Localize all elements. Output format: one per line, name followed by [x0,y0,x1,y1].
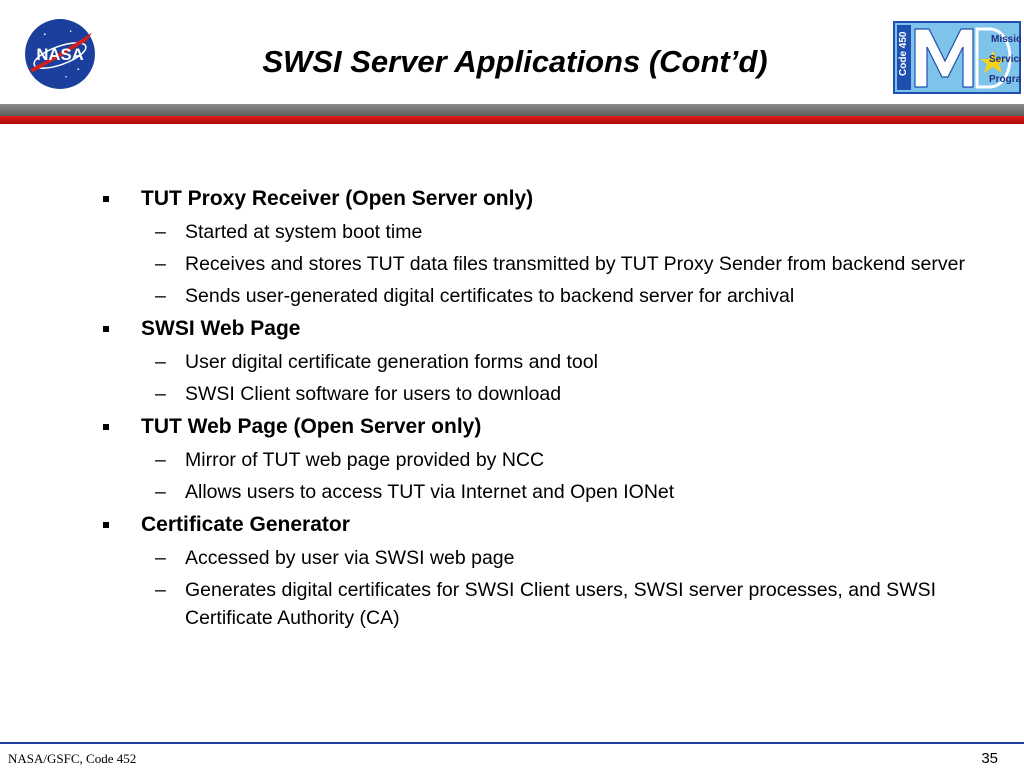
header-band-grey [0,104,1024,116]
header-band-red [0,116,1024,124]
bullet-item: TUT Proxy Receiver (Open Server only) [100,184,980,214]
sub-item-text: User digital certificate generation form… [185,351,598,373]
square-bullet-icon [103,196,109,202]
sub-item: – Receives and stores TUT data files tra… [100,250,980,278]
bullet-item: SWSI Web Page [100,314,980,344]
sub-item: – Mirror of TUT web page provided by NCC [100,446,980,474]
dash-bullet-icon: – [155,579,166,601]
square-bullet-icon [103,522,109,528]
dash-bullet-icon: – [155,449,166,471]
dash-bullet-icon: – [155,383,166,405]
footer-rule [0,742,1024,744]
sub-item: – Started at system boot time [100,218,980,246]
msp-line-1: Mission [991,34,1021,45]
slide-content: TUT Proxy Receiver (Open Server only) – … [100,180,980,634]
nasa-logo-text: NASA [36,45,83,64]
dash-bullet-icon: – [155,351,166,373]
bullet-text: SWSI Web Page [141,317,301,340]
sub-item: – SWSI Client software for users to down… [100,380,980,408]
footer-organization: NASA/GSFC, Code 452 [8,751,137,766]
sub-item-text: SWSI Client software for users to downlo… [185,383,562,405]
page-number: 35 [981,750,998,767]
mission-services-program-logo-icon: Code 450 Mission Services Program [893,21,1021,94]
bullet-group: TUT Web Page (Open Server only) – Mirror… [100,412,980,506]
msp-line-2: Services [989,54,1021,65]
sub-item-text: Receives and stores TUT data files trans… [185,253,965,275]
sub-item-text: Sends user-generated digital certificate… [185,285,795,307]
square-bullet-icon [103,424,109,430]
msp-code-text: Code 450 [898,31,909,76]
bullet-group: TUT Proxy Receiver (Open Server only) – … [100,184,980,310]
bullet-group: SWSI Web Page – User digital certificate… [100,314,980,408]
bullet-item: Certificate Generator [100,510,980,540]
sub-item-text: Generates digital certificates for SWSI … [185,579,937,629]
bullet-text: TUT Proxy Receiver (Open Server only) [141,187,534,210]
square-bullet-icon [103,326,109,332]
sub-item: – Accessed by user via SWSI web page [100,544,980,572]
sub-item-text: Mirror of TUT web page provided by NCC [185,449,545,471]
nasa-logo-icon: NASA [25,19,95,89]
sub-item-text: Accessed by user via SWSI web page [185,547,515,569]
sub-item: – Allows users to access TUT via Interne… [100,478,980,506]
slide-title: SWSI Server Applications (Cont’d) [262,44,768,79]
dash-bullet-icon: – [155,481,166,503]
bullet-text: TUT Web Page (Open Server only) [141,415,482,438]
bullet-group: Certificate Generator – Accessed by user… [100,510,980,632]
sub-item-text: Allows users to access TUT via Internet … [185,481,675,503]
dash-bullet-icon: – [155,221,166,243]
dash-bullet-icon: – [155,285,166,307]
dash-bullet-icon: – [155,253,166,275]
sub-item: – Generates digital certificates for SWS… [100,576,980,632]
sub-item: – Sends user-generated digital certifica… [100,282,980,310]
bullet-text: Certificate Generator [141,513,350,536]
sub-item-text: Started at system boot time [185,221,423,243]
msp-line-3: Program [989,74,1021,85]
sub-item: – User digital certificate generation fo… [100,348,980,376]
bullet-item: TUT Web Page (Open Server only) [100,412,980,442]
dash-bullet-icon: – [155,547,166,569]
